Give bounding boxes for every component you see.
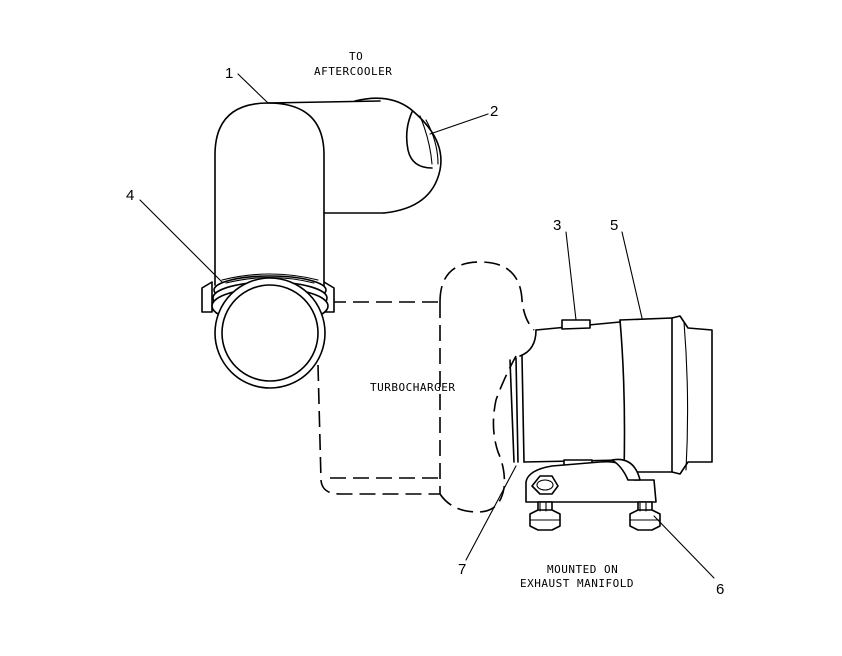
- mounted-on-label: MOUNTED ON: [547, 563, 618, 576]
- to-aftercooler-label-line1: TO: [349, 50, 363, 63]
- elbow-1: [214, 97, 442, 286]
- nut-left: [529, 501, 561, 531]
- callout-4: 4: [126, 187, 134, 204]
- callout-6: 6: [716, 581, 724, 598]
- turbocharger-outline: [317, 261, 535, 513]
- callout-7: 7: [458, 561, 466, 578]
- callout-5: 5: [610, 217, 618, 234]
- callout-3: 3: [553, 217, 561, 234]
- leader-lines: [139, 73, 715, 579]
- turbocharger-label: TURBOCHARGER: [370, 381, 455, 394]
- elbow-opening: [214, 277, 326, 389]
- callout-2: 2: [490, 103, 498, 120]
- callout-1: 1: [225, 65, 233, 82]
- nut-right-6: [629, 501, 661, 531]
- exhaust-manifold-label: EXHAUST MANIFOLD: [520, 577, 634, 590]
- mounting-bracket: [525, 458, 657, 503]
- adapter-5: [509, 315, 713, 475]
- to-aftercooler-label-line2: AFTERCOOLER: [314, 65, 392, 78]
